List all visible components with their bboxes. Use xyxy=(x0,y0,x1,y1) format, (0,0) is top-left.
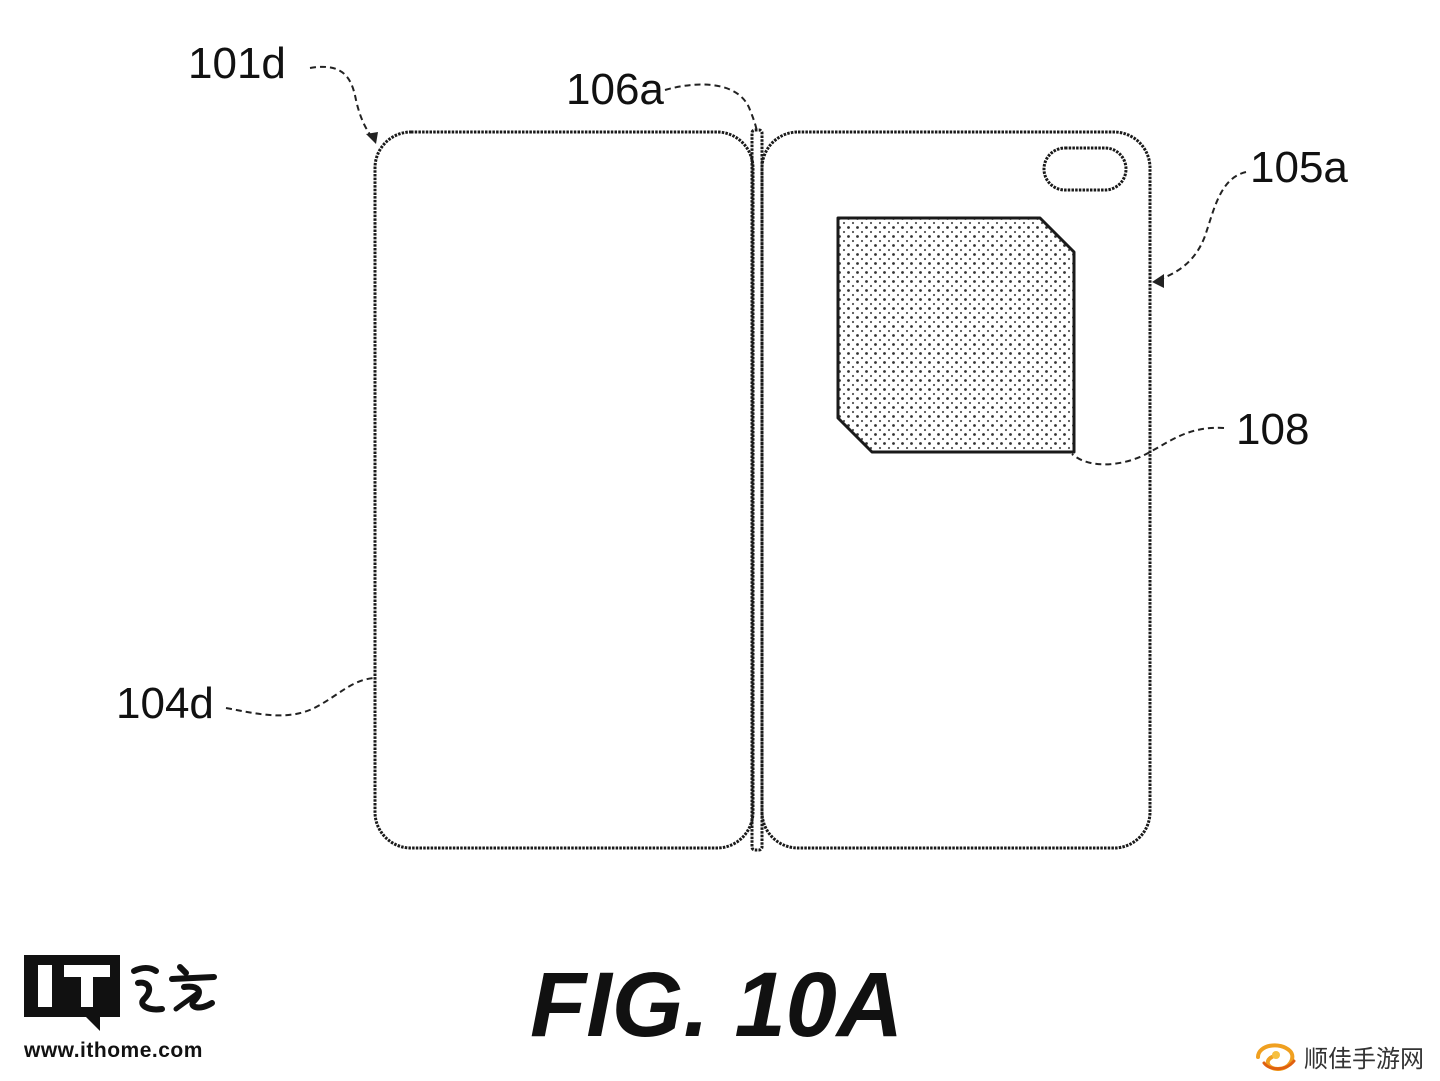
arrowhead-101d xyxy=(366,132,378,144)
label-106a: 106a xyxy=(566,65,664,114)
hinge-strip xyxy=(750,128,764,852)
arrowhead-105a xyxy=(1152,274,1164,288)
leader-104d xyxy=(225,677,375,717)
left-panel xyxy=(373,130,755,850)
site-name: 顺佳手游网 xyxy=(1304,1044,1424,1073)
ithome-url: www.ithome.com xyxy=(24,1039,203,1062)
label-108: 108 xyxy=(1236,405,1309,454)
right-panel xyxy=(760,130,1152,850)
ithome-logo-icon: www.ithome.com xyxy=(24,955,224,1062)
it-letters-block xyxy=(24,955,120,1017)
site-watermark: 顺佳手游网 xyxy=(1250,1036,1424,1076)
label-101d: 101d xyxy=(188,39,286,88)
leader-101d xyxy=(309,65,375,141)
label-105a: 105a xyxy=(1250,143,1348,192)
leader-105a xyxy=(1157,171,1247,281)
leader-108 xyxy=(1071,426,1225,466)
label-104d: 104d xyxy=(116,679,214,728)
panel-108-shape xyxy=(836,216,1076,454)
swirl-logo-icon xyxy=(1256,1043,1296,1072)
leader-106a xyxy=(664,83,758,133)
it-logo-tail xyxy=(86,1017,100,1031)
ithome-brush-glyphs xyxy=(131,964,217,1013)
camera-lens-icon xyxy=(1042,146,1128,192)
figure-caption: FIG. 10A xyxy=(530,954,903,1056)
